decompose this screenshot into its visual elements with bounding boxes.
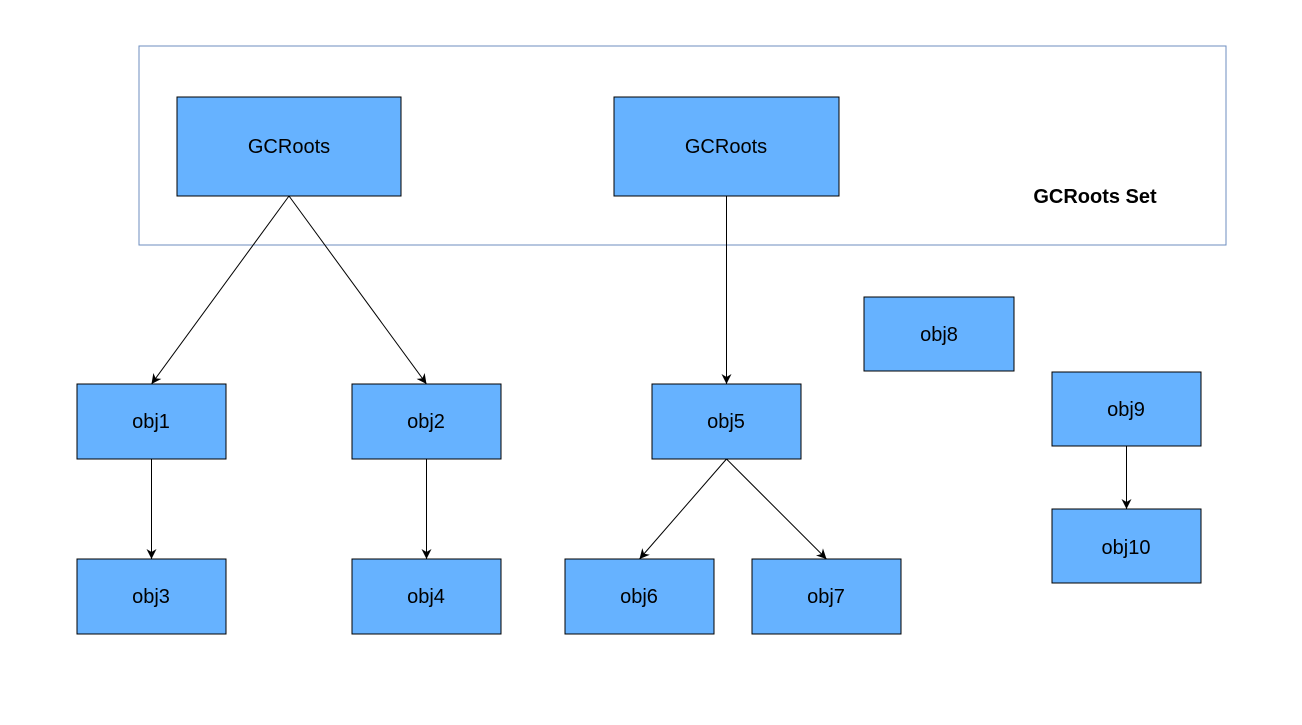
obj8-node-label: obj8	[920, 324, 958, 346]
obj1-node-label: obj1	[132, 411, 170, 433]
gcroots-set-container	[138, 45, 1227, 246]
obj2-node-label: obj2	[407, 411, 445, 433]
obj7-node[interactable]: obj7	[751, 558, 902, 635]
obj10-node-label: obj10	[1102, 537, 1151, 559]
edges-layer	[146, 195, 1132, 560]
obj6-node[interactable]: obj6	[564, 558, 715, 635]
obj6-node-label: obj6	[620, 586, 658, 608]
gcroots-node-2-label: GCRoots	[685, 136, 767, 158]
obj3-node[interactable]: obj3	[76, 558, 227, 635]
edge-obj5-to-obj7	[726, 458, 827, 560]
gcroots-node-1-label: GCRoots	[248, 136, 330, 158]
obj2-node[interactable]: obj2	[351, 383, 502, 460]
edge-root1-to-obj2	[288, 195, 427, 385]
obj5-node[interactable]: obj5	[651, 383, 802, 460]
gcroots-node-1[interactable]: GCRoots	[176, 96, 402, 197]
obj1-node[interactable]: obj1	[76, 383, 227, 460]
obj9-node-label: obj9	[1107, 399, 1145, 421]
obj4-node-label: obj4	[407, 586, 445, 608]
obj7-node-label: obj7	[807, 586, 845, 608]
gcroots-set-label: GCRoots Set	[1033, 186, 1157, 208]
obj10-node[interactable]: obj10	[1051, 508, 1202, 584]
obj3-node-label: obj3	[132, 586, 170, 608]
obj5-node-label: obj5	[707, 411, 745, 433]
obj9-node[interactable]: obj9	[1051, 371, 1202, 447]
obj4-node[interactable]: obj4	[351, 558, 502, 635]
edge-root1-to-obj1	[151, 195, 290, 385]
gcroots-node-2[interactable]: GCRoots	[613, 96, 840, 197]
obj8-node[interactable]: obj8	[863, 296, 1015, 372]
edge-obj5-to-obj6	[639, 458, 727, 560]
